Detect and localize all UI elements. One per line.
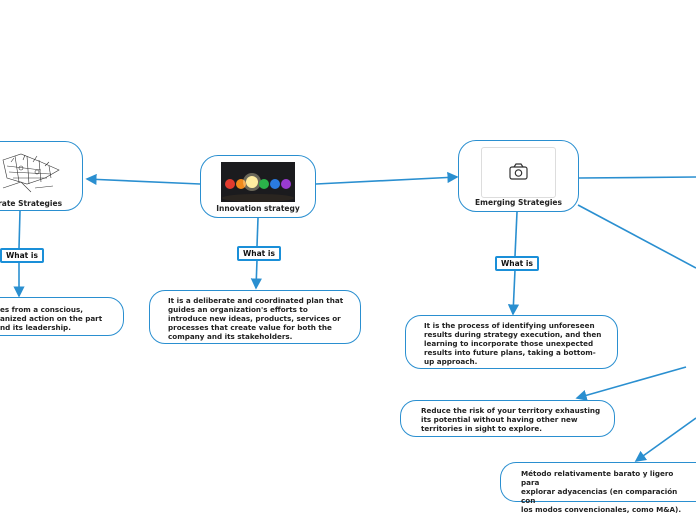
- edge-deliberate-to-tag: [18, 210, 21, 249]
- what-is-tag-innovation[interactable]: What is: [237, 246, 281, 261]
- edge-offscreen-to-reduce-risk: [575, 366, 687, 401]
- metodo-line-2: explorar adyacencias (en comparación con: [521, 487, 678, 505]
- edge-emerging-to-right: [578, 176, 696, 179]
- innovation-def-line-1: It is a deliberate and coordinated plan …: [168, 296, 344, 305]
- edge-innovation-to-emerging: [315, 171, 459, 185]
- deliberate-def-line-2: anized action on the part: [0, 314, 103, 323]
- metodo-line-3: los modos convencionales, como M&A).: [521, 505, 682, 514]
- edge-offscreen-to-metodo: [634, 417, 696, 462]
- image-placeholder: [481, 147, 556, 198]
- emerging-strategies-label: Emerging Strategies: [475, 198, 562, 207]
- deliberate-definition[interactable]: es from a conscious, anized action on th…: [0, 297, 124, 336]
- emerging-def-line-5: up approach.: [424, 357, 478, 366]
- innovation-def-line-3: introduce new ideas, products, services …: [168, 314, 341, 323]
- edge-tag-to-innovation-def: [250, 259, 262, 290]
- emerging-definition[interactable]: It is the process of identifying unfores…: [405, 315, 618, 369]
- edge-tag-to-emerging-def: [507, 269, 520, 316]
- edge-innovation-to-tag: [256, 217, 259, 247]
- emerging-def-line-1: It is the process of identifying unfores…: [424, 321, 595, 330]
- reduce-risk-line-3: territories in sight to explore.: [421, 424, 543, 433]
- reduce-risk-line-1: Reduce the risk of your territory exhaus…: [421, 406, 601, 415]
- camera-icon: [509, 163, 528, 180]
- edge-innovation-to-deliberate: [85, 173, 201, 186]
- deliberate-def-line-1: es from a conscious,: [0, 305, 83, 314]
- innovation-strategy-label: Innovation strategy: [216, 204, 300, 213]
- metodo-line-1: Método relativamente barato y ligero par…: [521, 469, 674, 487]
- deliberate-strategies-label: erate Strategies: [0, 199, 63, 208]
- metodo-node[interactable]: Método relativamente barato y ligero par…: [500, 462, 696, 514]
- innovation-def-line-4: processes that create value for both the: [168, 323, 332, 332]
- edge-emerging-to-tag: [514, 211, 518, 257]
- innovation-definition[interactable]: It is a deliberate and coordinated plan …: [149, 290, 361, 344]
- deliberate-def-line-3: nd its leadership.: [0, 323, 71, 332]
- emerging-strategies-node[interactable]: Emerging Strategies: [458, 140, 579, 212]
- innovation-def-line-5: company and its stakeholders.: [168, 332, 293, 341]
- sketch-drawing-icon: [2, 153, 60, 193]
- emerging-def-line-2: results during strategy execution, and t…: [424, 330, 602, 339]
- innovation-strategy-node[interactable]: Innovation strategy: [200, 155, 316, 218]
- edge-emerging-to-offscreen: [577, 204, 696, 269]
- deliberate-strategies-node[interactable]: erate Strategies: [0, 141, 83, 211]
- innovation-def-line-2: guides an organization's efforts to: [168, 305, 308, 314]
- what-is-tag-emerging[interactable]: What is: [495, 256, 539, 271]
- colorful-lightbulbs-icon: [221, 162, 295, 202]
- reduce-risk-node[interactable]: Reduce the risk of your territory exhaus…: [400, 400, 615, 437]
- emerging-def-line-4: results into future plans, taking a bott…: [424, 348, 596, 357]
- reduce-risk-line-2: its potential without having other new: [421, 415, 578, 424]
- emerging-def-line-3: learning to incorporate those unexpected: [424, 339, 594, 348]
- what-is-tag-deliberate[interactable]: What is: [0, 248, 44, 263]
